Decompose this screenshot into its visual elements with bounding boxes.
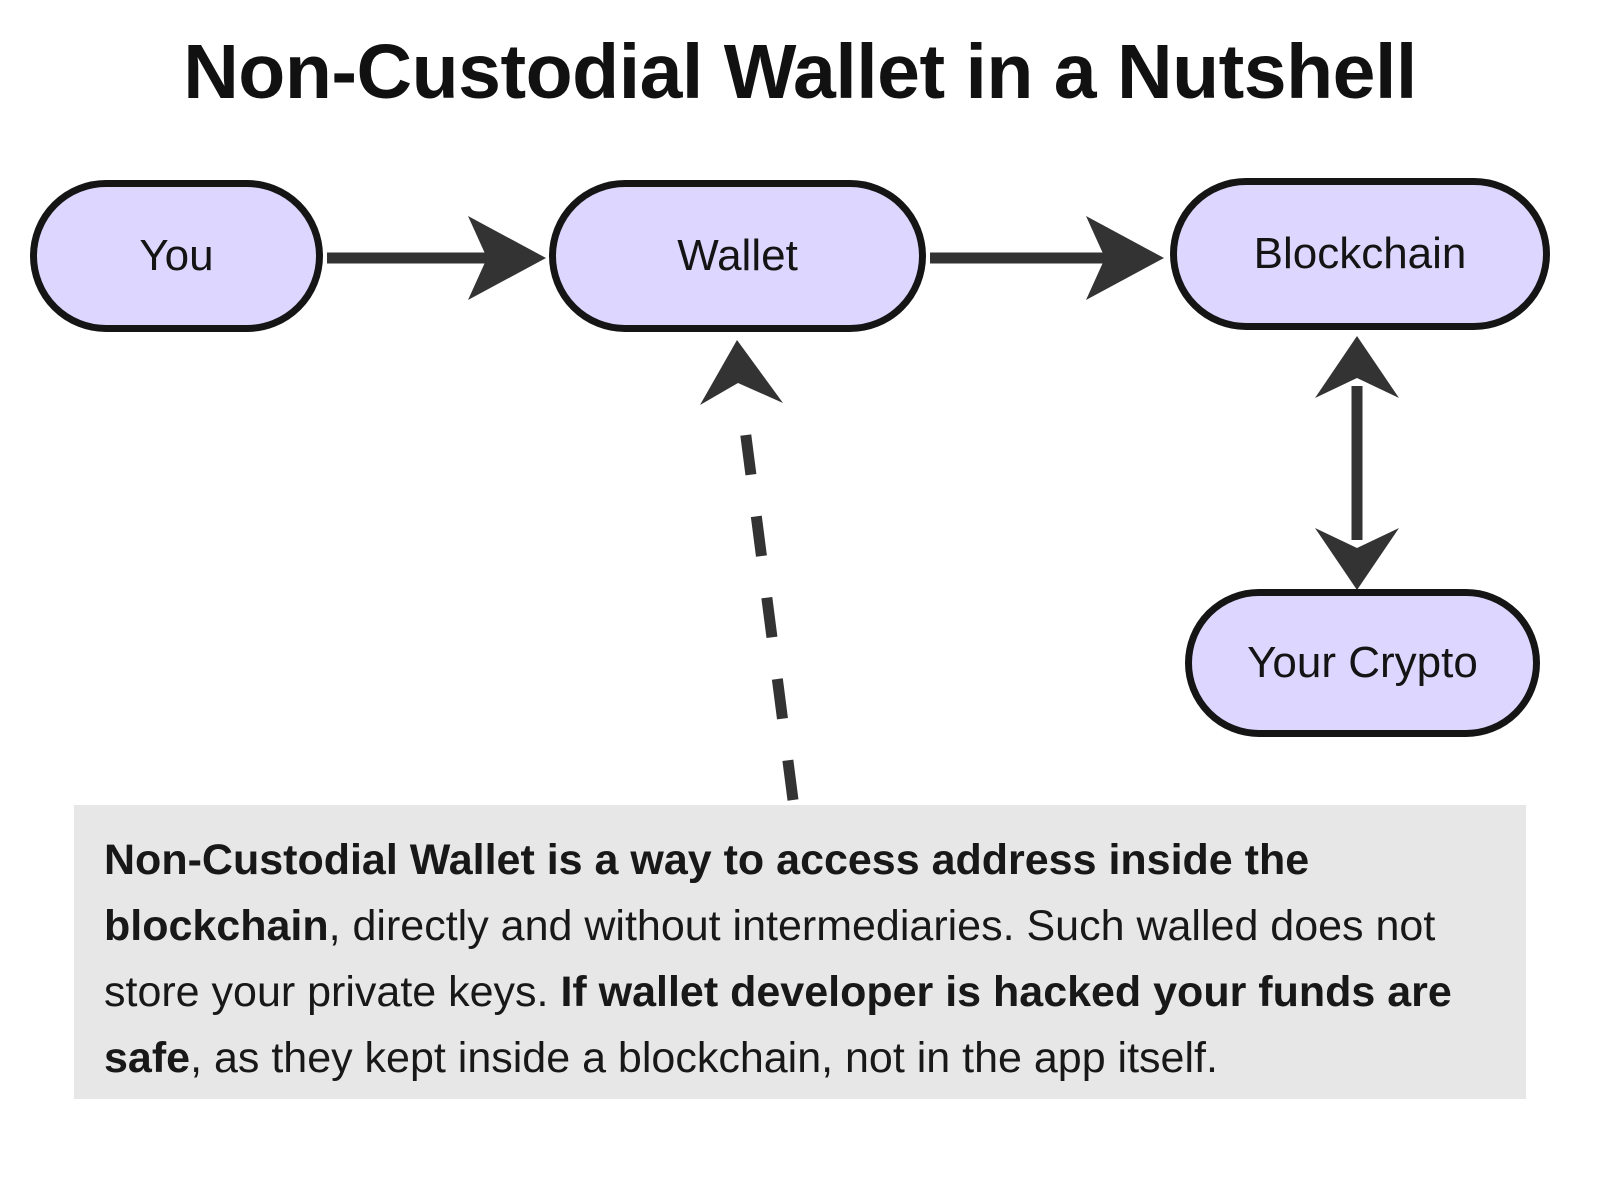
description-callout: Non-Custodial Wallet is a way to access … (74, 805, 1526, 1099)
edge-blockchain-to-your-crypto (1315, 336, 1399, 590)
description-text: Non-Custodial Wallet is a way to access … (104, 827, 1496, 1091)
node-you-label: You (139, 231, 214, 280)
description-segment-0: Non-Custodial Wallet is a way to access … (104, 836, 1310, 950)
edge-callout-to-wallet (700, 340, 799, 801)
description-segment-1: , directly and without intermediaries. S… (104, 902, 1436, 1016)
node-your-crypto[interactable]: Your Crypto (1185, 589, 1540, 737)
description-segment-3: , as they kept inside a blockchain, not … (190, 1034, 1218, 1082)
node-you[interactable]: You (30, 180, 323, 332)
description-segment-2: If wallet developer is hacked your funds… (104, 968, 1452, 1082)
node-your-crypto-label: Your Crypto (1247, 638, 1478, 687)
page-title: Non-Custodial Wallet in a Nutshell (183, 29, 1417, 115)
node-blockchain-label: Blockchain (1253, 229, 1467, 278)
node-wallet-label: Wallet (677, 231, 798, 280)
edge-you-to-wallet (327, 216, 546, 300)
edge-wallet-to-blockchain (930, 216, 1164, 300)
node-blockchain[interactable]: Blockchain (1170, 178, 1550, 330)
node-wallet[interactable]: Wallet (549, 180, 926, 332)
